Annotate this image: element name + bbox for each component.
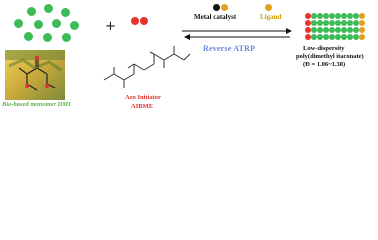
monomer-dot — [44, 4, 53, 13]
initiator-abbrev-label: AIBME — [131, 103, 154, 110]
product-label-2: poly(dimethyl itaconate) — [296, 53, 364, 60]
monomer-dot — [34, 20, 43, 29]
polymer-chain — [305, 13, 365, 19]
monomer-dot — [61, 8, 70, 17]
initiator-label: Azo Initiator — [125, 94, 161, 101]
reaction-label: Reverse ATRP — [203, 44, 256, 53]
ligand-label: Ligand — [260, 13, 282, 21]
monomer-dot — [14, 19, 23, 28]
initiator-dot — [131, 17, 139, 25]
product-label-1: Low-dispersity — [303, 45, 345, 52]
monomer-dot — [24, 32, 33, 41]
equilibrium-arrow-icon — [182, 28, 292, 40]
metal-dot-ligand-half — [221, 4, 228, 11]
polymer-chain — [305, 20, 365, 26]
ligand-dot — [265, 4, 272, 11]
monomer-dot — [62, 33, 71, 42]
metal-catalyst-label: Metal catalyst — [194, 13, 237, 21]
monomer-label: Bio-based monomer DMI — [2, 101, 71, 108]
polymer-chain — [305, 27, 365, 33]
polymer-chain — [305, 34, 365, 40]
initiator-structure — [100, 40, 192, 90]
monomer-image — [5, 50, 65, 100]
metal-dot — [213, 4, 220, 11]
reaction-arrows — [180, 26, 292, 42]
monomer-dot — [52, 19, 61, 28]
monomer-dot — [27, 7, 36, 16]
plus-sign: + — [105, 19, 116, 34]
monomer-dot — [43, 33, 52, 42]
initiator-dot — [140, 17, 148, 25]
product-label-3: (Đ = 1.06~1.38) — [303, 61, 346, 68]
dmi-structure-picture — [5, 50, 65, 100]
aibme-structure-icon — [103, 46, 191, 88]
monomer-dot — [70, 21, 79, 30]
